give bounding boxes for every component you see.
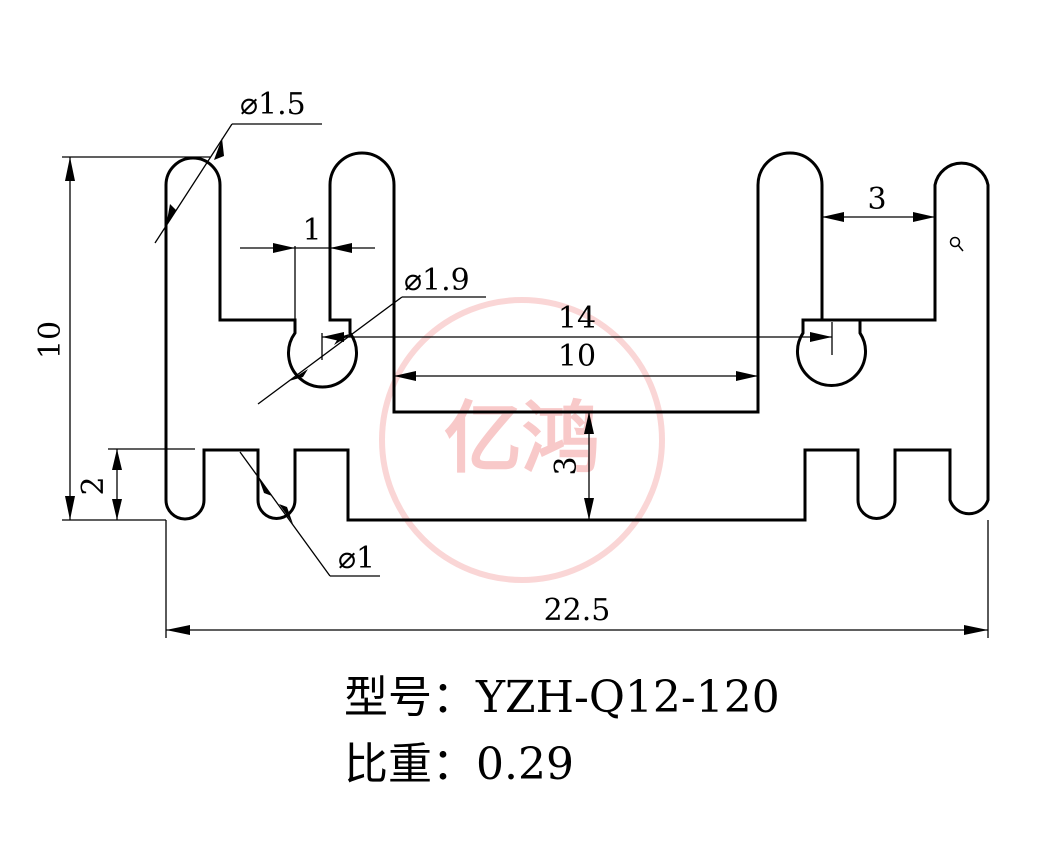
model-value: YZH-Q12-120 xyxy=(475,672,780,723)
dim-hole-diameter xyxy=(257,296,486,405)
dim-top-radius xyxy=(154,123,322,244)
density-label: 比重： xyxy=(344,739,476,790)
watermark: 亿鸿 xyxy=(379,297,665,583)
dim-inner-width-outer xyxy=(322,322,833,355)
label-inner-width-outer: 14 xyxy=(558,301,596,336)
label-base-thickness: 3 xyxy=(549,456,584,475)
dim-slot-width xyxy=(240,243,375,320)
dim-base-thickness xyxy=(584,412,594,520)
label-total-width: 22.5 xyxy=(544,593,611,628)
caption-block: 型号： YZH-Q12-120 比重： 0.29 xyxy=(344,672,780,790)
watermark-text: 亿鸿 xyxy=(444,394,600,484)
label-inner-width-inner: 10 xyxy=(558,339,596,374)
label-hole-diameter: ⌀1.9 xyxy=(404,263,470,298)
dim-fin-height xyxy=(108,448,195,520)
label-slot-width: 1 xyxy=(302,213,321,248)
profile-outline xyxy=(164,151,990,522)
model-label: 型号： xyxy=(344,672,476,723)
dim-total-width xyxy=(165,520,989,638)
dim-total-height xyxy=(62,156,210,521)
magnifier-icon xyxy=(949,236,964,252)
density-value: 0.29 xyxy=(476,739,574,790)
dim-inner-width-inner xyxy=(394,371,758,381)
dim-fin-radius xyxy=(239,451,380,577)
label-total-height: 10 xyxy=(33,321,68,359)
label-fin-radius: ⌀1 xyxy=(338,541,375,576)
dim-fin-gap xyxy=(822,212,935,222)
label-fin-gap: 3 xyxy=(867,182,886,217)
label-top-radius: ⌀1.5 xyxy=(240,87,306,122)
label-fin-height: 2 xyxy=(76,476,111,495)
